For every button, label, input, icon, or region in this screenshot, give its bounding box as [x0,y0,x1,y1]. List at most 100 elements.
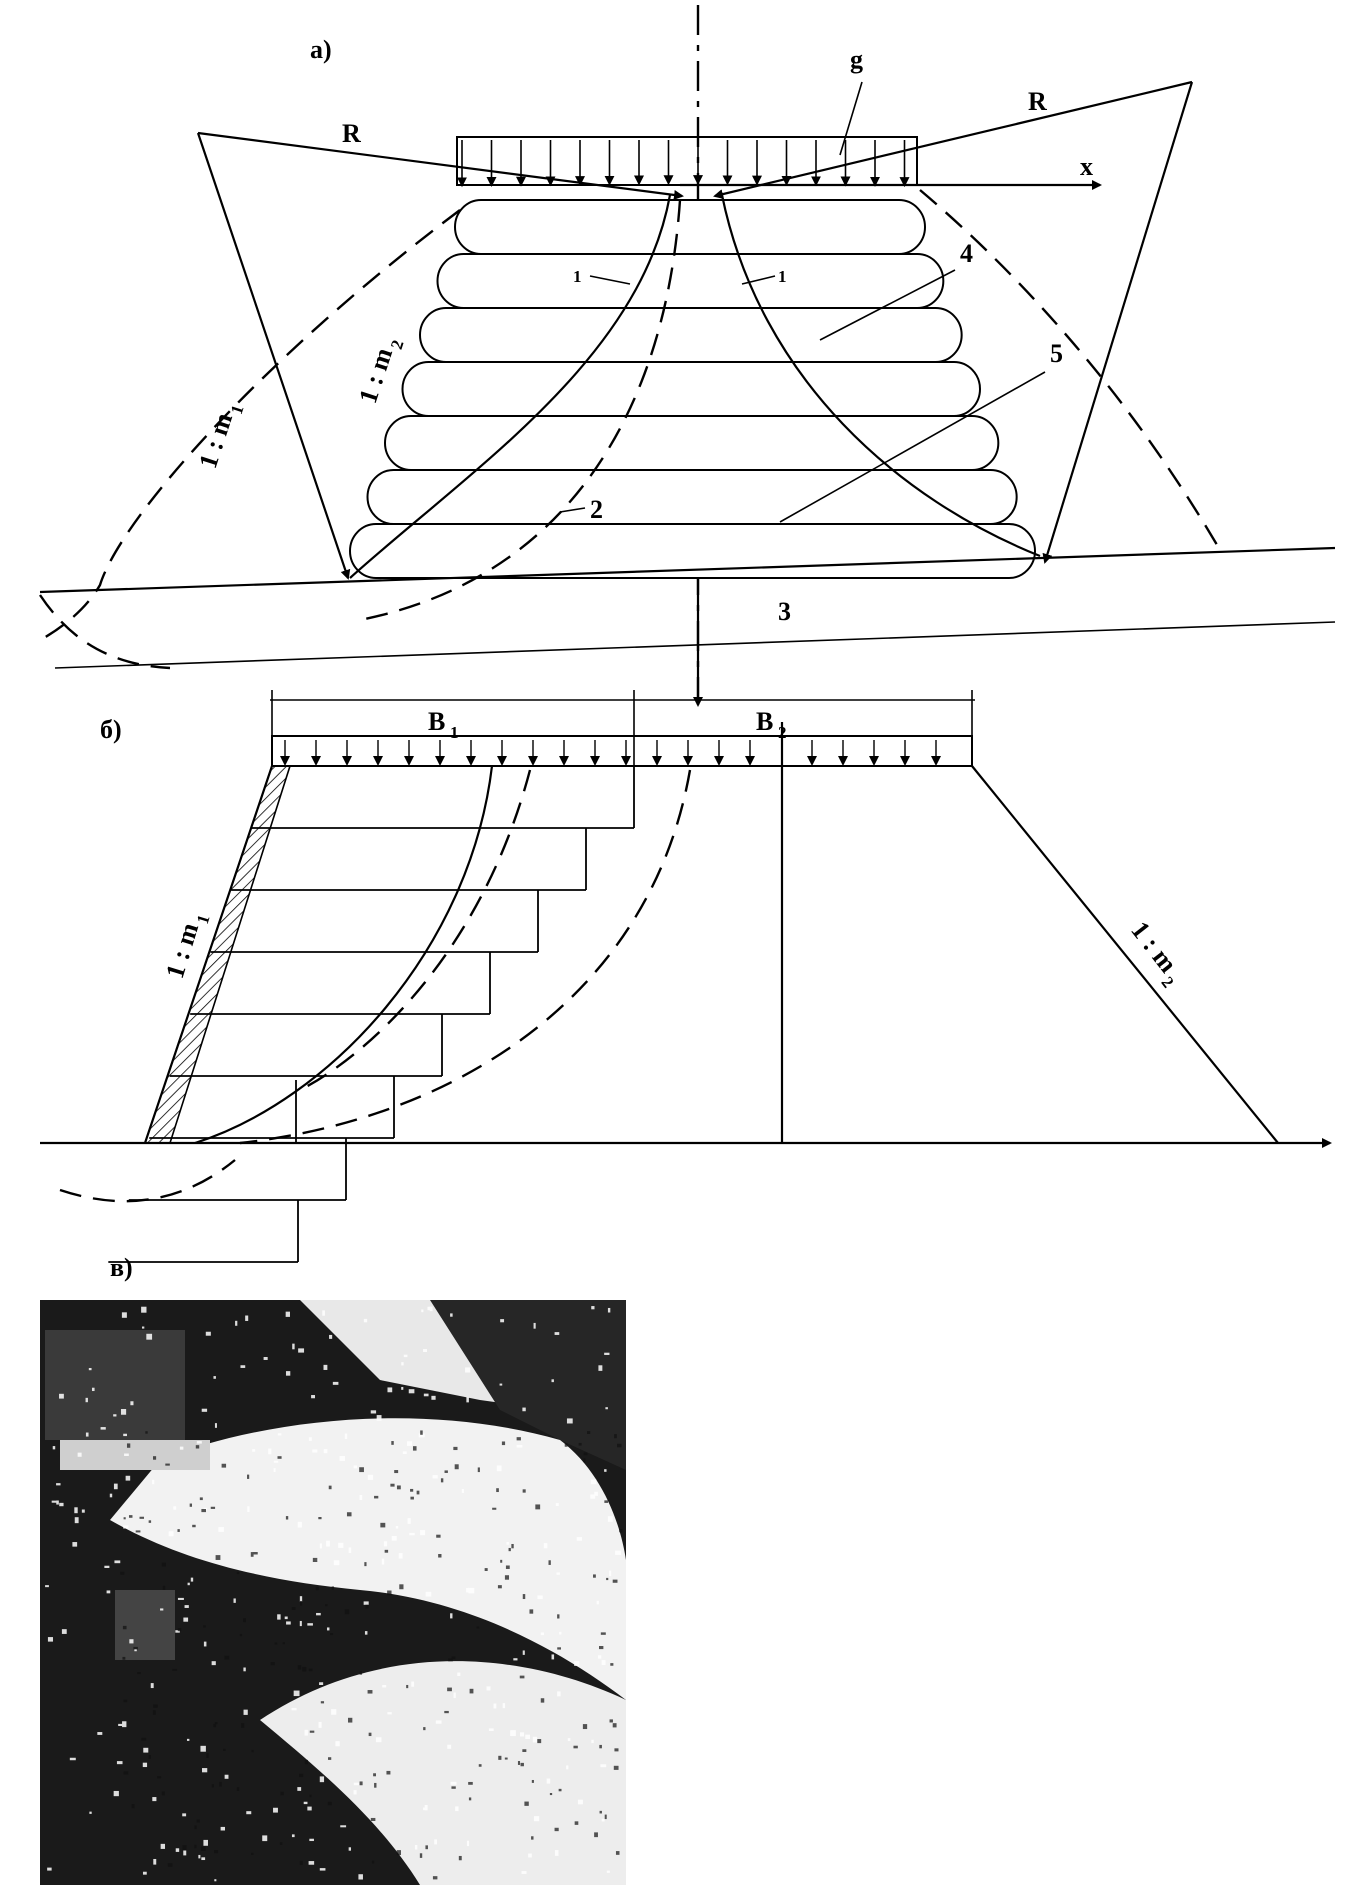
photo-speckle [582,1724,588,1730]
photo-speckle [123,1517,126,1520]
photo-speckle [574,1661,580,1666]
photo-speckle [130,1401,134,1406]
photo-speckle [56,1500,59,1505]
resultant-right-label: R [1028,87,1047,116]
photo-speckle [285,1516,289,1520]
photo-speckle [322,1310,325,1316]
photo-speckle [189,1503,193,1507]
photo-speckle [619,1528,623,1533]
label-4: 4 [960,239,973,268]
photo-speckle [293,1690,300,1697]
photo-speckle [486,1686,491,1691]
dashed-slope-right [919,189,1222,551]
photo-speckle [537,1595,543,1600]
photo-speckle [528,1853,532,1858]
photo-speckle [277,1433,282,1436]
photo-speckle [469,1688,474,1694]
photo-speckle [424,1805,428,1811]
photo-speckle [529,1609,534,1614]
photo-speckle [465,1367,471,1373]
photo-speckle [268,1448,272,1455]
panel-c: в) [40,1253,626,1885]
photo-speckle [113,1790,119,1797]
photo-speckle [122,1625,127,1630]
photo-speckle [177,1529,180,1532]
photo-speckle [376,1415,382,1421]
photo-speckle [363,1318,368,1323]
slip-curve-left [349,194,672,579]
photo-speckle [412,1446,417,1451]
photo-speckle [179,1446,184,1450]
photo-speckle [308,1437,312,1441]
photo-speckle [318,1517,322,1520]
photo-speckle [394,1470,399,1474]
photo-speckle [519,1675,525,1679]
photo-speckle [348,1547,352,1553]
photo-speckle [402,1451,407,1455]
photo-speckle [177,1628,182,1632]
photo-speckle [233,1598,236,1603]
photo-speckle [308,1668,313,1672]
photo-speckle [100,1427,106,1430]
photo-speckle [447,1687,452,1692]
photo-speckle [172,1668,178,1671]
photo-speckle [408,1389,415,1394]
photo-speckle [329,1334,333,1339]
photo-speckle [182,1813,187,1817]
photo-speckle [303,1801,308,1805]
photo-speckle [516,1437,521,1441]
photo-speckle [202,1768,208,1773]
photo-speckle [243,1618,246,1623]
photo-speckle [81,1509,85,1513]
photo-speckle [599,1744,602,1749]
photo-speckle [123,1699,128,1703]
photo-speckle [609,1719,613,1723]
photo-speckle [224,1655,230,1660]
photo-speckle [247,1506,250,1512]
photo-speckle [358,1874,363,1880]
photo-speckle [194,1825,197,1830]
photo-speckle [477,1467,480,1473]
photo-speckle [605,1407,608,1410]
photo-speckle [320,1701,325,1704]
photo-speckle [524,1801,529,1806]
photo-speckle [198,1854,201,1859]
photo-speckle [262,1835,268,1842]
photo-speckle [423,1807,426,1811]
photo-speckle [125,1475,131,1481]
photo-speckle [319,1776,325,1783]
svg-text:B: B [756,707,773,736]
photo-speckle [123,1525,129,1529]
photo-speckle [161,1562,167,1567]
photo-speckle [359,1670,363,1675]
photo-speckle [566,1765,569,1770]
photo-speckle [499,1383,503,1386]
photo-speckle [593,1574,596,1578]
photo-speckle [85,1432,89,1437]
photo-speckle [353,1782,360,1786]
photo-speckle [88,1367,92,1371]
photo-speckle [89,1811,92,1814]
photo-speckle [438,1554,442,1558]
photo-speckle [583,1452,588,1456]
photo-speckle [578,1442,582,1446]
photo-speckle [312,1557,318,1562]
photo-speckle [326,1540,330,1547]
hatched-facing [143,765,292,1144]
photo-speckle [173,1506,177,1510]
photo-speckle [126,1443,131,1448]
photo-speckle [270,1662,275,1666]
photo-speckle [406,1684,409,1689]
load-arrows-b [280,740,941,766]
photo-speckle [142,1762,148,1768]
load-g-leader [839,81,863,156]
photo-speckle [599,1810,602,1814]
photo-speckle [331,1709,337,1715]
photo-speckle [612,1579,618,1583]
photo-speckle [273,1468,276,1472]
photo-speckle [537,1739,542,1744]
resultant-right-bottom [1042,81,1194,564]
photo-speckle [214,1423,217,1428]
photo-speckle [311,1395,316,1399]
photo-speckle [435,1720,442,1724]
